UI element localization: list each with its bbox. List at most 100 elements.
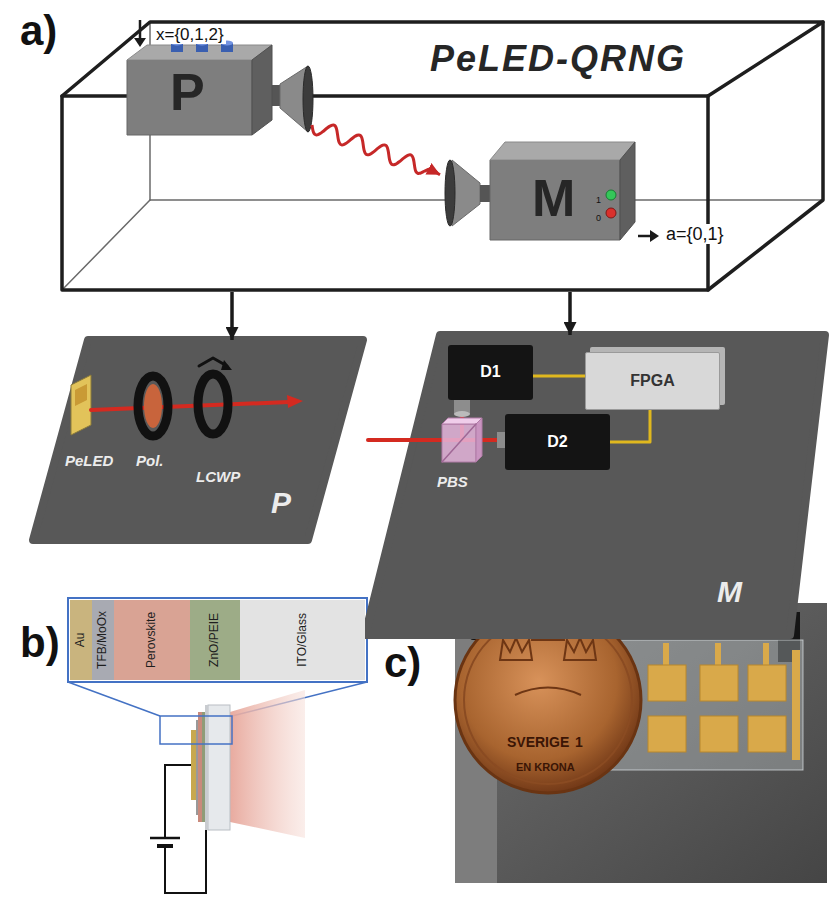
text-slot: ZnO/PEIE xyxy=(190,600,240,680)
text-slot: Perovskite xyxy=(114,600,190,680)
circuit-wire xyxy=(165,830,206,893)
box-side xyxy=(252,45,272,135)
battery-plate xyxy=(150,837,180,840)
label-slot: a) xyxy=(20,8,57,54)
measurement-platform: PBSMD1FPGAD2 xyxy=(365,335,825,635)
label-slot: 1 xyxy=(575,733,583,751)
ito-layer xyxy=(205,705,208,830)
pbs-cube-top xyxy=(442,418,482,424)
text-slot: D1 xyxy=(448,345,533,400)
text-slot: TFB/MoOx xyxy=(92,600,114,680)
gold-electrode xyxy=(191,730,196,800)
system-housing: PeLED-QRNG P M xyxy=(58,18,825,292)
text-slot: PeLED xyxy=(65,452,113,470)
layer-band: ITO/Glass xyxy=(240,600,365,680)
outline-group xyxy=(62,22,823,290)
text-slot: Au xyxy=(70,600,92,680)
horn-neck xyxy=(480,185,490,202)
coin-crown xyxy=(564,638,596,660)
text-slot: Pol. xyxy=(136,452,164,470)
pbs-cube xyxy=(442,424,476,462)
led-label: 1 xyxy=(596,195,601,205)
coin-text: 1 xyxy=(575,734,583,750)
node-text: D2 xyxy=(547,433,567,451)
platform xyxy=(33,340,363,540)
source-platform: PeLED Pol. LCWP P xyxy=(33,340,363,540)
rotation-arrowhead xyxy=(221,360,232,370)
text-slot: PeLED-QRNG xyxy=(430,38,686,79)
node-text: PeLED-QRNG xyxy=(430,38,686,79)
detector-lens-face xyxy=(454,411,470,417)
tfb-layer xyxy=(196,720,198,815)
node-text: Perovskite xyxy=(145,612,159,668)
label-slot: EN KRONA xyxy=(516,757,575,775)
zoom-arrow xyxy=(230,292,234,340)
node-text: PeLED xyxy=(65,452,113,469)
node-text: ZnO/PEIE xyxy=(208,613,222,667)
photon-wave xyxy=(312,125,440,175)
text-slot: D2 xyxy=(505,414,610,470)
source-box: P xyxy=(122,40,312,140)
device-pixel xyxy=(748,665,786,701)
photo-background xyxy=(455,603,827,883)
input-arrowhead xyxy=(134,38,146,47)
node-text: ITO/Glass xyxy=(296,613,310,667)
node-text: M xyxy=(717,575,742,608)
platform xyxy=(365,335,825,635)
coin-crown xyxy=(500,638,532,660)
label-slot: b) xyxy=(20,620,60,666)
gold-track xyxy=(663,643,669,665)
glass-substrate xyxy=(208,705,230,830)
label-slot: c) xyxy=(384,640,421,686)
node-text: D1 xyxy=(480,363,500,381)
node-text: M xyxy=(532,169,575,227)
node-text: P xyxy=(170,63,205,121)
outline-group xyxy=(127,41,313,136)
circuit-wire xyxy=(165,765,191,838)
box-side xyxy=(620,142,635,240)
detector-lens xyxy=(497,432,505,448)
horn-neck xyxy=(272,85,280,106)
node-text: Pol. xyxy=(136,452,164,469)
pbs-diagonal xyxy=(442,424,476,462)
box-top xyxy=(490,142,635,160)
polarizer-film xyxy=(144,384,162,428)
gold-contact xyxy=(792,650,800,760)
coin-text: SVERIGE xyxy=(507,734,569,750)
zno-layer xyxy=(202,712,205,822)
text-slot: LCWP xyxy=(196,468,240,486)
hidden-edge xyxy=(62,200,150,290)
label-slot: 1 xyxy=(596,189,601,207)
fpga-box: FPGA xyxy=(585,352,720,410)
device-pixel xyxy=(648,716,686,752)
detector-box: D2 xyxy=(505,414,610,470)
text-slot: ITO/Glass xyxy=(240,600,365,680)
coin-text: EN KRONA xyxy=(516,761,575,773)
node-text: P xyxy=(271,486,291,519)
text-slot: M xyxy=(532,170,575,227)
peled-pixel xyxy=(75,384,87,406)
text-slot: FPGA xyxy=(586,353,719,409)
outline-group xyxy=(33,340,363,540)
coin-rim xyxy=(464,616,632,784)
outline-group xyxy=(445,142,635,240)
label-slot: 0 xyxy=(596,207,601,225)
node-outline xyxy=(33,340,363,540)
node-text: TFB/MoOx xyxy=(96,611,110,669)
coin-emblem xyxy=(515,688,581,696)
emitted-light xyxy=(230,690,305,838)
waveplate-ring xyxy=(198,374,228,434)
device-pixel xyxy=(700,665,738,701)
node-text: Au xyxy=(74,633,88,648)
output-arrow xyxy=(638,235,651,238)
horn-mouth xyxy=(445,160,455,226)
detector-box: D1 xyxy=(448,345,533,400)
gold-track xyxy=(763,643,769,665)
led-green xyxy=(606,190,616,200)
beam-arrowhead xyxy=(287,395,303,408)
input-label: x={0,1,2} xyxy=(154,25,226,44)
pbs-cube-side xyxy=(476,418,482,462)
light-beam xyxy=(91,402,289,410)
housing-edge xyxy=(708,22,823,290)
